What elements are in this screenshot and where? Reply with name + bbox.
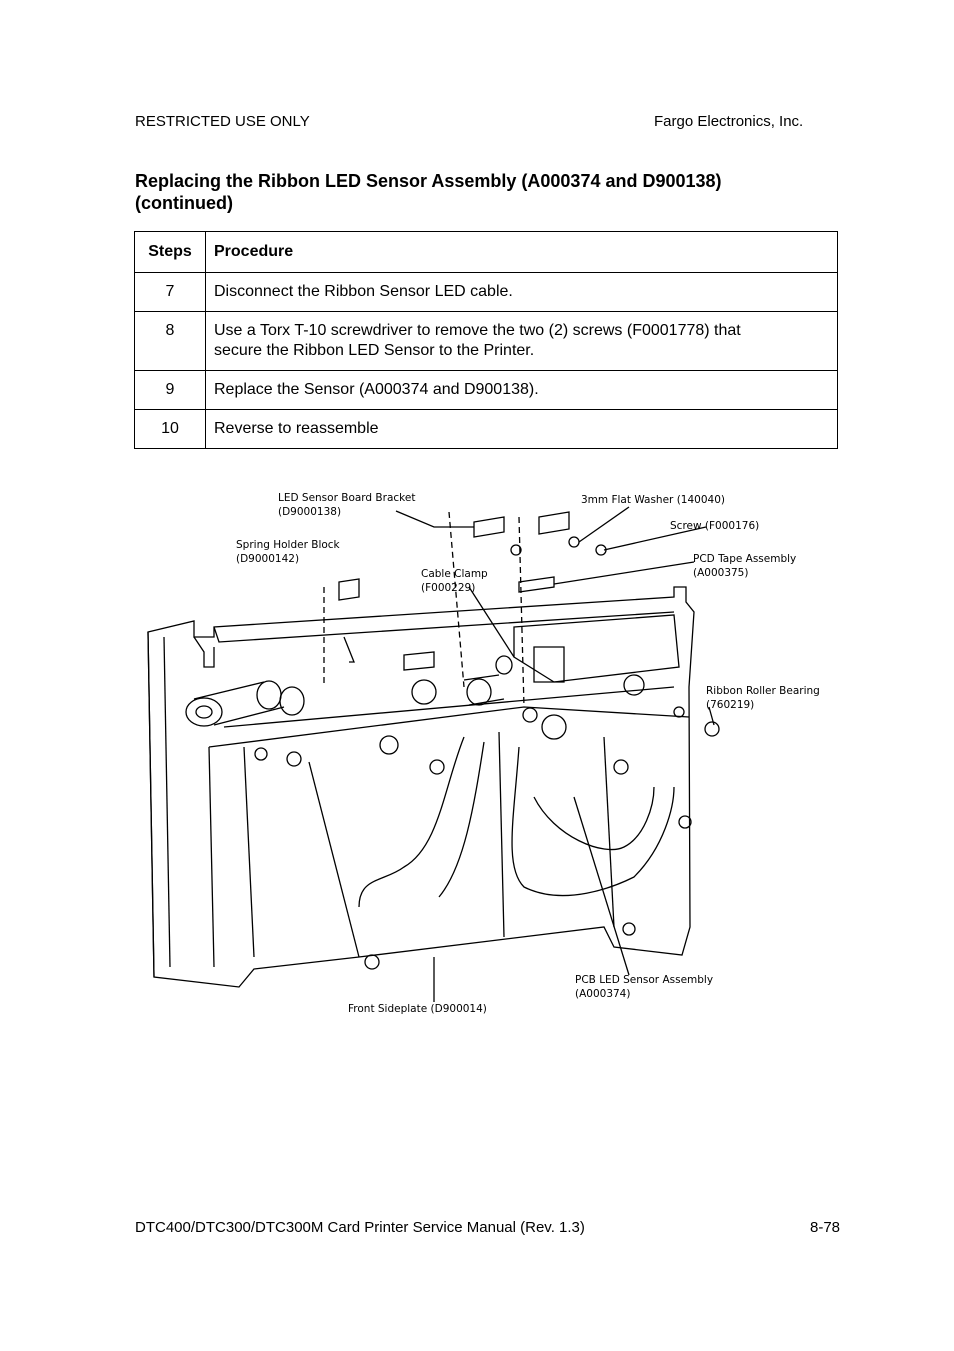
roller [466,678,492,706]
label-pcd-tape-part: (A000375) [693,567,748,579]
screw [254,747,268,761]
table-row: 7 Disconnect the Ribbon Sensor LED cable… [134,272,838,312]
footer-page-number: 8-78 [810,1219,841,1236]
bearing [704,721,720,737]
screw [522,707,538,723]
upper-block [513,614,680,683]
leader-line [395,510,474,528]
tab [343,636,355,663]
header-company: Fargo Electronics, Inc. [654,113,804,130]
top-rail [213,611,675,643]
procedure-table: Steps Procedure 7 Disconnect the Ribbon … [134,231,838,449]
roller-body [193,681,285,726]
roller-body [463,674,505,706]
label-led-bracket-part: (D9000138) [278,506,341,518]
roller [495,655,513,675]
col-header-procedure: Procedure [205,231,838,273]
roller [279,686,305,716]
step-procedure-line: secure the Ribbon LED Sensor to the Prin… [214,342,535,359]
ribbon-path [358,736,465,908]
screw [613,759,629,775]
table-row: 10 Reverse to reassemble [134,409,838,449]
inner-divider [498,731,505,938]
screw [622,922,636,936]
screw [364,954,380,970]
roller-end [185,697,223,727]
header-restricted: RESTRICTED USE ONLY [135,113,310,130]
inner-divider [308,761,360,958]
assembly-drawing: LED Sensor Board Bracket (D9000138) 3mm … [147,492,820,1015]
assembly-guide [323,511,525,708]
ribbon-path [511,746,675,897]
frame-outline [147,586,695,988]
label-pcb-led: PCB LED Sensor Assembly [575,974,713,986]
label-pcd-tape: PCD Tape Assembly [693,553,796,565]
label-cable-clamp: Cable Clamp [421,568,488,580]
roller [541,714,567,740]
frame-tab [193,636,215,668]
screw [678,815,692,829]
table-row: 9 Replace the Sensor (A000374 and D90013… [134,370,838,410]
roller-hub [195,705,213,719]
frame-inner-edge [163,636,171,968]
step-number: 8 [134,311,206,371]
screw [673,706,685,718]
screw [510,544,522,556]
upper-block-detail [533,646,565,683]
inner-wall [208,746,215,968]
pcd-tape-part [518,576,555,593]
label-roller-bearing: Ribbon Roller Bearing [706,685,820,697]
slot [403,651,435,671]
section-title-line1: Replacing the Ribbon LED Sensor Assembly… [135,171,722,191]
inner-ledge [208,706,690,748]
inner-divider [603,736,615,928]
leader-line [468,586,515,658]
label-screw: Screw (F000176) [670,520,759,532]
step-procedure: Replace the Sensor (A000374 and D900138)… [205,370,838,410]
led-bracket-part [473,516,505,538]
leader-line [603,526,707,551]
ribbon-path [533,786,655,851]
washer [568,536,580,548]
step-procedure: Use a Torx T-10 screwdriver to remove th… [205,311,838,371]
led-bracket-part [538,511,570,535]
inner-wall [243,746,255,958]
inner-ledge [223,686,675,728]
section-title-line2: (continued) [135,193,233,213]
screw [429,759,445,775]
col-header-steps: Steps [134,231,206,273]
label-led-bracket: LED Sensor Board Bracket [278,492,415,504]
label-pcb-led-part: (A000374) [575,988,630,1000]
step-number: 9 [134,370,206,410]
step-procedure: Reverse to reassemble [205,409,838,449]
step-number: 7 [134,272,206,312]
screw [379,735,399,755]
label-spring-holder: Spring Holder Block [236,539,341,551]
footer-manual-title: DTC400/DTC300/DTC300M Card Printer Servi… [135,1219,585,1236]
roller [623,674,645,696]
roller-end [256,680,282,710]
label-front-sideplate: Front Sideplate (D900014) [348,1003,487,1015]
label-washer: 3mm Flat Washer (140040) [581,494,725,506]
roller [411,679,437,705]
spring-holder-part [338,578,360,601]
leader-line [573,796,630,976]
table-row: 8 Use a Torx T-10 screwdriver to remove … [134,311,838,371]
assembly-diagram: LED Sensor Board Bracket (D9000138) 3mm … [134,487,846,1019]
step-procedure: Disconnect the Ribbon Sensor LED cable. [205,272,838,312]
table-header-row: Steps Procedure [134,231,838,273]
step-number: 10 [134,409,206,449]
frame-edge [147,631,155,978]
ribbon-path [438,741,485,898]
label-spring-holder-part: (D9000142) [236,553,299,565]
section-title: Replacing the Ribbon LED Sensor Assembly… [135,170,835,214]
leader-line [578,506,630,543]
step-procedure-line: Use a Torx T-10 screwdriver to remove th… [214,322,741,339]
leader-line [708,706,715,726]
label-roller-bearing-part: (760219) [706,699,754,711]
label-cable-clamp-part: (F000229) [421,582,475,594]
screw [286,751,302,767]
leader-line [553,561,695,585]
